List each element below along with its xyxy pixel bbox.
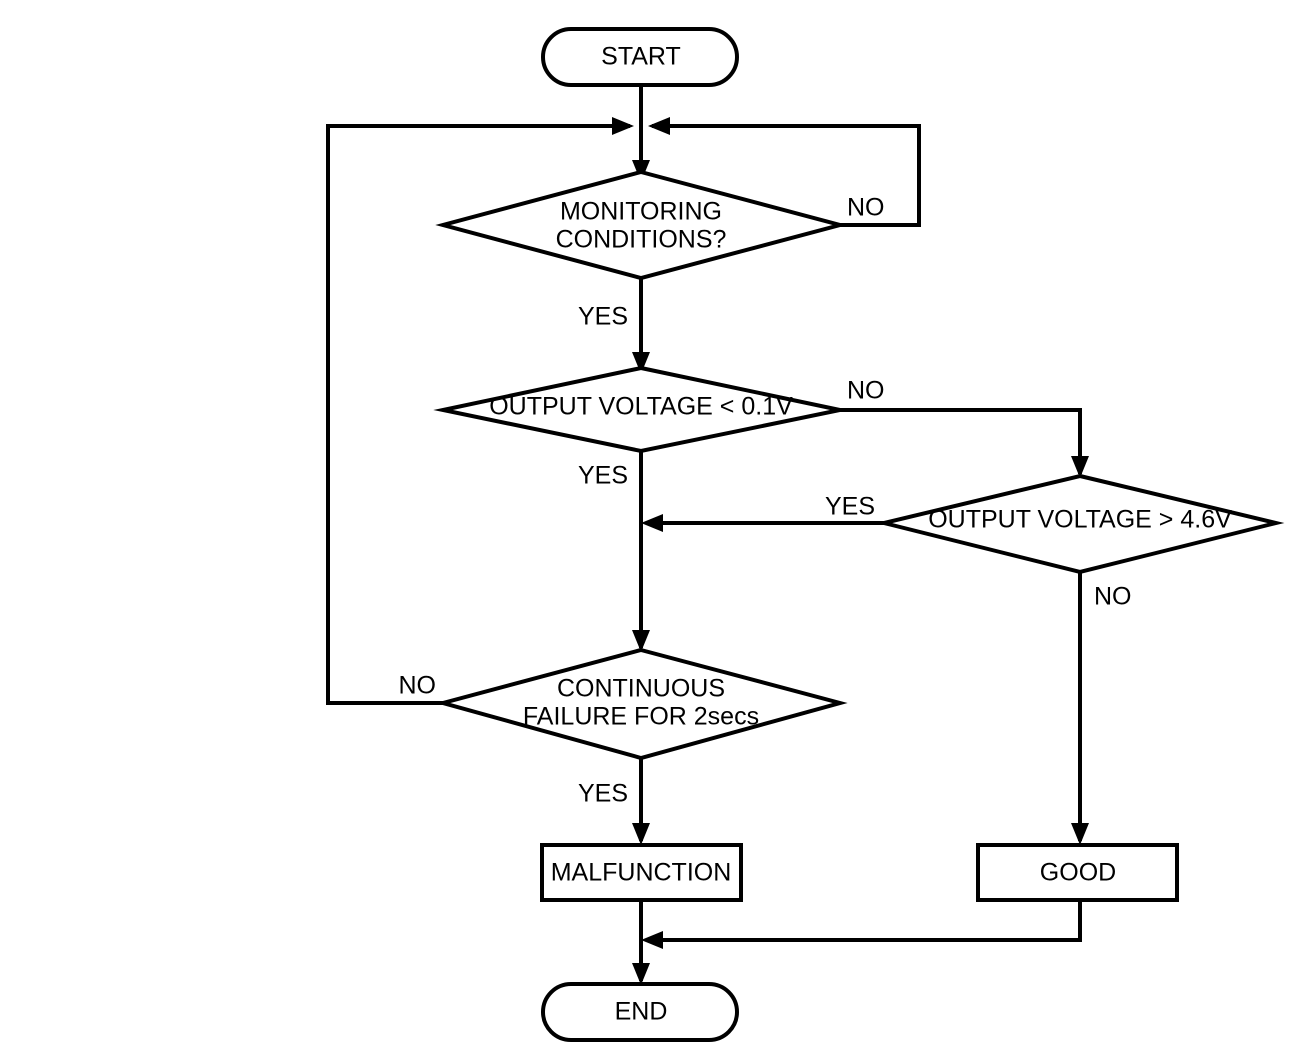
node-malfunction[interactable]: MALFUNCTION xyxy=(540,843,743,902)
edge-line xyxy=(326,124,630,705)
end-shape xyxy=(541,982,739,1042)
edge-monitoring-no-loop xyxy=(648,117,921,227)
start-label: START xyxy=(601,43,681,71)
monitoring-label-line1: MONITORING xyxy=(560,198,722,226)
edge-monitoring-yes xyxy=(632,278,650,374)
failure-label-line2: FAILURE FOR 2secs xyxy=(523,703,759,731)
high-voltage-label: OUTPUT VOLTAGE > 4.6V xyxy=(928,506,1232,534)
edge-label-failure-yes: YES xyxy=(578,780,628,808)
low-voltage-label: OUTPUT VOLTAGE < 0.1V xyxy=(489,393,793,421)
edge-label-monitoring-no: NO xyxy=(847,194,885,222)
node-start[interactable]: START xyxy=(541,27,739,87)
node-good[interactable]: GOOD xyxy=(976,843,1179,902)
good-label: GOOD xyxy=(1040,859,1116,887)
edge-label-high-voltage-yes: YES xyxy=(825,493,875,521)
node-monitoring-conditions[interactable]: MONITORING CONDITIONS? xyxy=(435,169,848,281)
edge-line xyxy=(653,900,1082,942)
arrowhead-left xyxy=(641,931,663,949)
edge-label-monitoring-yes: YES xyxy=(578,303,628,331)
malfunction-label: MALFUNCTION xyxy=(551,859,732,887)
node-output-voltage-low[interactable]: OUTPUT VOLTAGE < 0.1V xyxy=(433,365,850,454)
edge-high-voltage-no xyxy=(1071,572,1089,845)
arrowhead-down xyxy=(632,630,650,652)
edge-label-low-voltage-yes: YES xyxy=(578,462,628,490)
end-label: END xyxy=(615,998,668,1026)
edge-high-voltage-yes xyxy=(641,514,884,532)
start-shape xyxy=(541,27,739,87)
monitoring-label-line2: CONDITIONS? xyxy=(556,226,727,254)
arrowhead-down xyxy=(1071,456,1089,478)
monitoring-shape xyxy=(435,169,848,281)
good-shape xyxy=(976,843,1179,902)
edge-failure-yes xyxy=(632,758,650,845)
node-output-voltage-high[interactable]: OUTPUT VOLTAGE > 4.6V xyxy=(875,473,1285,575)
node-end[interactable]: END xyxy=(541,982,739,1042)
edge-malfunction-to-end xyxy=(632,900,650,985)
arrowhead-down xyxy=(632,963,650,985)
edge-start-to-monitoring xyxy=(632,85,650,182)
arrowhead-left xyxy=(641,514,663,532)
edge-label-failure-no: NO xyxy=(399,672,437,700)
node-continuous-failure[interactable]: CONTINUOUS FAILURE FOR 2secs xyxy=(435,647,848,761)
high-voltage-shape xyxy=(875,473,1285,575)
edge-line xyxy=(652,124,921,227)
failure-label-line1: CONTINUOUS xyxy=(557,675,725,703)
arrowhead-down xyxy=(1071,823,1089,845)
arrowhead-down xyxy=(632,352,650,374)
edge-low-voltage-no xyxy=(840,408,1089,478)
edge-label-high-voltage-no: NO xyxy=(1094,583,1132,611)
edge-failure-no-loop xyxy=(326,117,634,705)
arrowhead-down xyxy=(632,823,650,845)
edge-label-low-voltage-no: NO xyxy=(847,377,885,405)
edge-low-voltage-yes xyxy=(632,451,650,652)
malfunction-shape xyxy=(540,843,743,902)
arrowhead-right xyxy=(612,117,634,135)
failure-shape xyxy=(435,647,848,761)
arrowhead-left xyxy=(648,117,670,135)
edge-line xyxy=(840,408,1082,474)
edge-good-to-end xyxy=(641,900,1082,949)
low-voltage-shape xyxy=(433,365,850,454)
